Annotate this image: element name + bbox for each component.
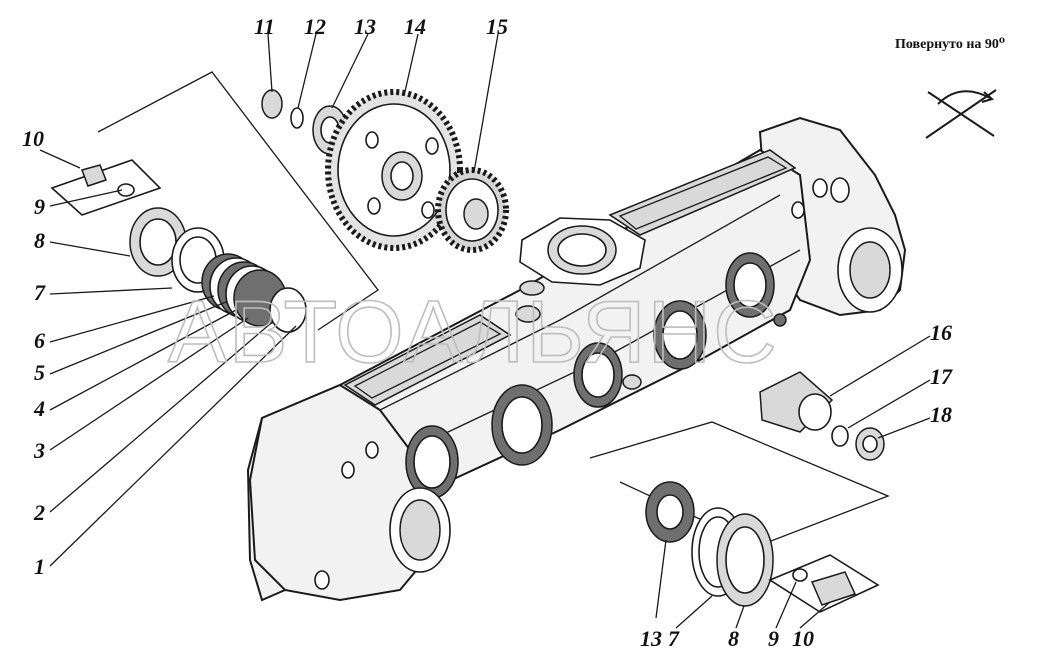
callouts-bottom: 13 7 8 9 10: [640, 626, 814, 651]
callout-9-left: 9: [34, 194, 45, 219]
callout-13-bottom: 13: [640, 626, 662, 651]
callout-11: 11: [254, 14, 275, 39]
callout-8-bottom: 8: [728, 626, 739, 651]
callout-10-bottom: 10: [792, 626, 814, 651]
callout-4: 4: [33, 396, 45, 421]
bolt-10-bottom: [810, 571, 857, 606]
rotation-note: Повернуто на 90⁰: [895, 37, 1005, 52]
spring-seal-stack: [201, 253, 307, 333]
large-gear-14: [325, 89, 463, 251]
gear-housing: [246, 116, 907, 602]
watermark: АВТОАЛЬЯНС: [168, 282, 779, 381]
callout-6: 6: [34, 328, 45, 353]
callout-8-left: 8: [34, 228, 45, 253]
callout-16: 16: [930, 320, 952, 345]
callouts-left: 10 9 8 7 6 5 4 3 2 1: [22, 126, 46, 579]
callouts-top: 11 12 13 14 15: [254, 14, 508, 39]
bolt-10-left: [81, 164, 107, 187]
rotation-symbol: [925, 89, 997, 139]
callout-7-bottom: 7: [668, 626, 680, 651]
circlip-12: [290, 107, 304, 129]
callout-1: 1: [34, 554, 45, 579]
callout-17: 17: [930, 364, 953, 389]
callout-2: 2: [33, 500, 45, 525]
callout-14: 14: [404, 14, 426, 39]
seal-assembly-bottom: [645, 481, 880, 613]
callout-frame-left: [50, 159, 162, 216]
callout-12: 12: [304, 14, 326, 39]
callout-10-left: 10: [22, 126, 44, 151]
callout-13-top: 13: [354, 14, 376, 39]
washer-9-left: [117, 183, 135, 197]
callout-9-bottom: 9: [768, 626, 779, 651]
callout-7-left: 7: [34, 280, 46, 305]
callout-5: 5: [34, 360, 45, 385]
circlip-17: [831, 425, 849, 447]
callout-3: 3: [33, 438, 45, 463]
washer-9-bottom: [792, 568, 808, 582]
leader-lines: [39, 33, 931, 629]
lock-washer-11: [261, 89, 283, 119]
seal-assembly-left: [50, 71, 379, 333]
callout-18: 18: [930, 402, 952, 427]
callout-15: 15: [486, 14, 508, 39]
callouts-right: 16 17 18: [930, 320, 953, 427]
small-gear-15: [435, 167, 509, 253]
exploded-guide-top-left: [97, 71, 379, 331]
gear-assembly-top: [261, 89, 509, 253]
